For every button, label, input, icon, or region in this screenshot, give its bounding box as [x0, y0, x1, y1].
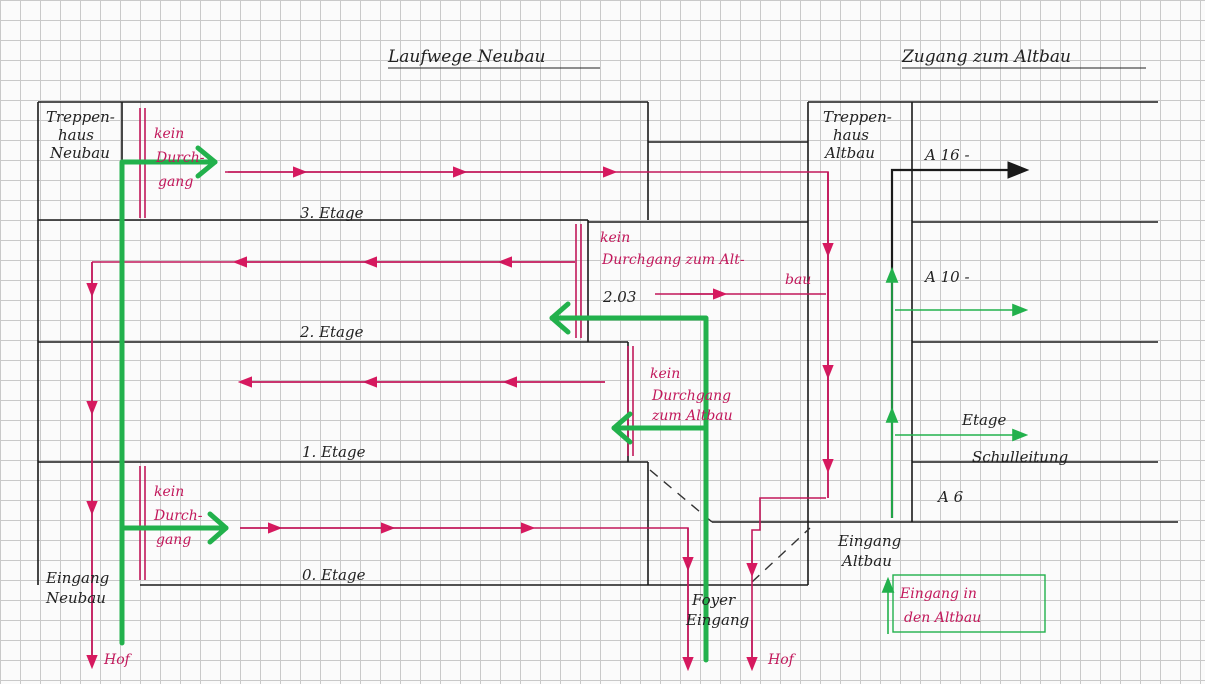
label-treppenhaus-altbau: Treppen- haus Altbau	[823, 108, 897, 162]
label-floor-1: 1. Etage	[302, 443, 366, 461]
altbau-arrows	[881, 161, 1046, 634]
label-schulleitung: Schulleitung	[972, 448, 1068, 466]
note-kein-durchgang-3: kein Durch- gang	[154, 126, 209, 190]
label-eingang-neubau: Eingang Neubau	[45, 569, 114, 607]
label-room-203: 2.03	[602, 288, 636, 306]
label-a16: A 16 -	[923, 146, 970, 164]
title-laufwege-neubau: Laufwege Neubau	[387, 47, 545, 67]
legend-eingang-altbau: Eingang in den Altbau	[899, 586, 981, 626]
green-escape-route	[119, 145, 709, 663]
label-floor-0: 0. Etage	[302, 566, 366, 584]
label-etage: Etage	[961, 411, 1007, 429]
neubau-walls	[37, 101, 811, 586]
note-kein-durchgang-2: kein Durchgang zum Alt- bau	[600, 230, 811, 288]
title-zugang-altbau: Zugang zum Altbau	[901, 47, 1071, 67]
label-floor-2: 2. Etage	[299, 323, 364, 341]
label-floor-3: 3. Etage	[300, 204, 364, 222]
label-treppenhaus-neubau: Treppen- haus Neubau	[46, 108, 120, 162]
note-kein-durchgang-0: kein Durch- gang	[153, 484, 207, 548]
label-a6: A 6	[936, 488, 964, 506]
label-hof-left: Hof	[103, 652, 133, 668]
note-kein-durchgang-1: kein Durchgang zum Altbau	[650, 366, 736, 424]
label-hof-right: Hof	[767, 652, 797, 668]
red-walking-paths	[86, 166, 834, 672]
label-foyer-eingang: Foyer Eingang	[685, 591, 749, 629]
label-eingang-altbau: Eingang Altbau	[837, 532, 906, 570]
label-a10: A 10 -	[923, 268, 970, 286]
altbau-walls	[712, 101, 1178, 523]
no-passage-barriers	[139, 108, 634, 580]
